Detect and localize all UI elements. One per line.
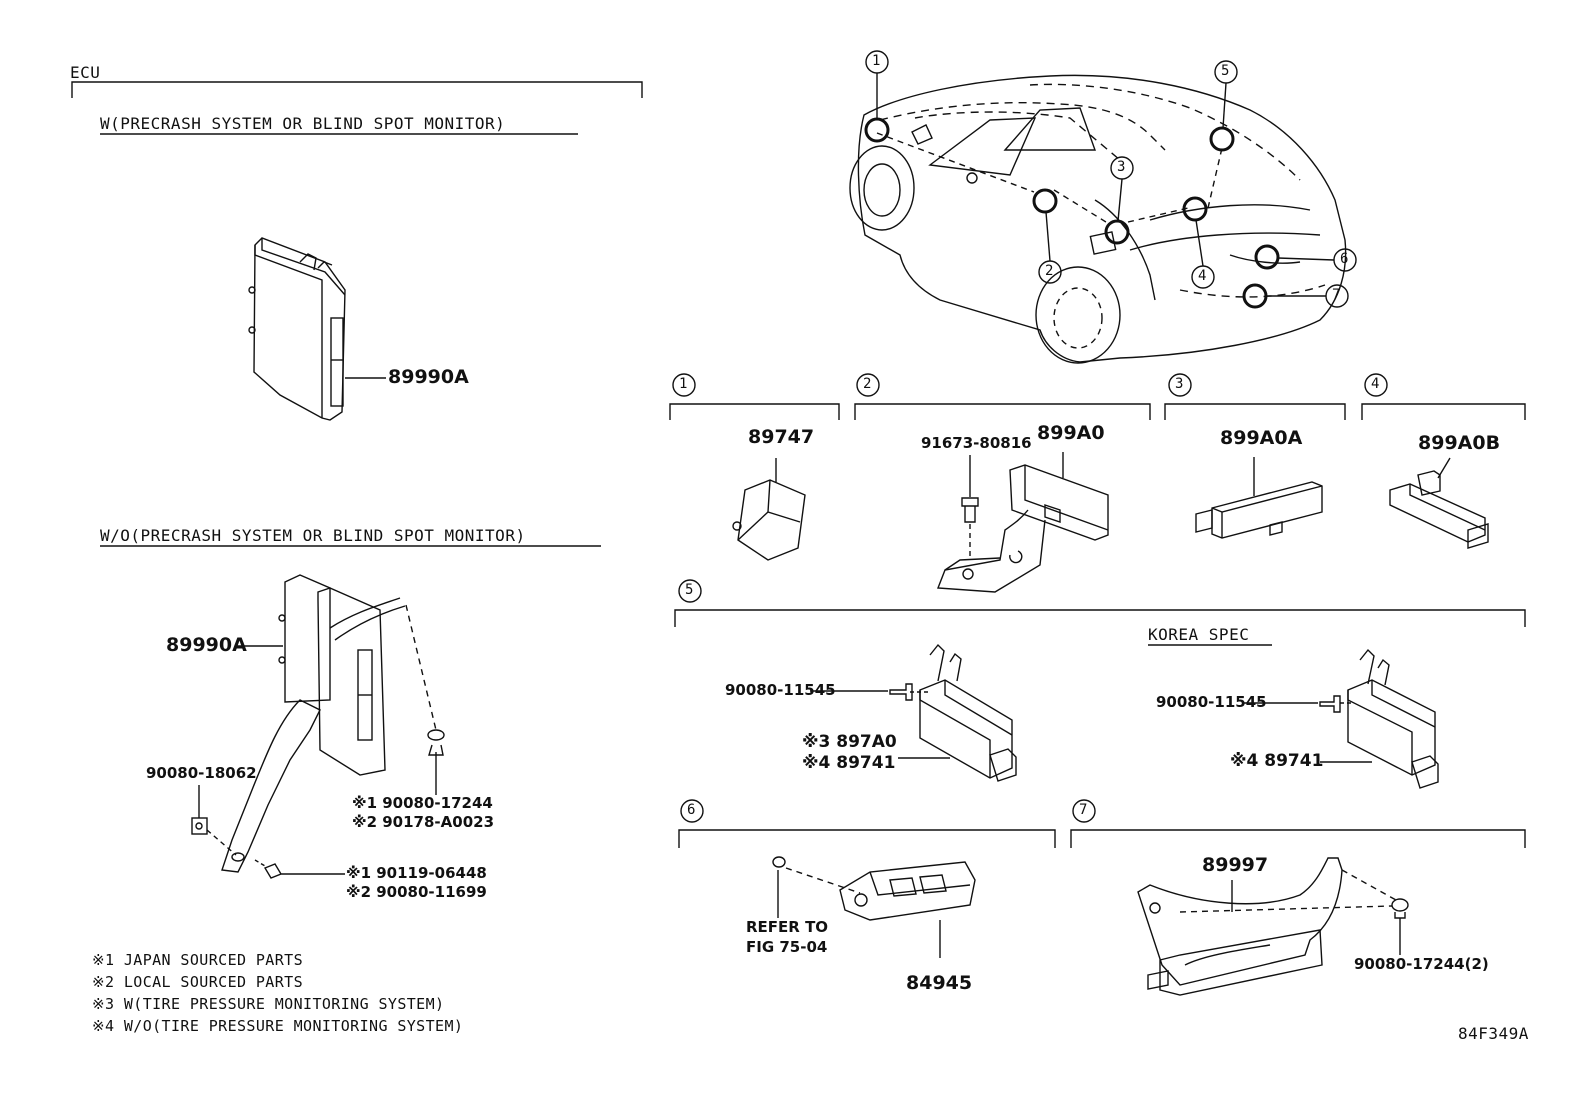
figure-code: 84F349A [1458,1024,1529,1043]
part-89741-korea [1244,648,1439,789]
bolt-label-91673-80816: 91673-80816 [921,434,1032,452]
footnote-4: ※4 W/O(TIRE PRESSURE MONITORING SYSTEM) [92,1017,464,1035]
section-number-1: 1 [679,376,688,392]
section-number-7: 7 [1079,802,1088,818]
callout-bubbles [865,50,1357,308]
ecu-unit-upper [248,237,386,421]
part-label-897A0: ※3 897A0 [802,732,897,752]
part-899A0A [1195,457,1323,539]
korea-spec-heading: KOREA SPEC [1148,625,1250,644]
ecu-part-lower: 89990A [166,634,247,656]
korea-part-label-89741: ※4 89741 [1230,751,1324,771]
footnote-2: ※2 LOCAL SOURCED PARTS [92,973,304,991]
part-label-899A0: 899A0 [1037,422,1105,444]
ecu-bracket-nut: 90080-18062 [146,764,257,782]
ecu-title: ECU [70,63,101,82]
part-899A0B [1389,457,1489,549]
callout-number-7: 7 [1332,287,1341,303]
section-number-4: 4 [1371,376,1380,392]
section-brackets [669,373,1526,848]
korea-bolt-label: 90080-11545 [1156,693,1267,711]
part-label-84945: 84945 [906,972,973,994]
footnote-3: ※3 W(TIRE PRESSURE MONITORING SYSTEM) [92,995,445,1013]
ecu-unit-lower [191,574,445,879]
section-number-5: 5 [685,582,694,598]
ecu-clip-part-line2: ※2 90178-A0023 [352,813,495,831]
part-label-899A0B: 899A0B [1418,432,1501,454]
bolt-label-90080-11545: 90080-11545 [725,681,836,699]
vehicle-outline [849,74,1347,364]
ecu-bracket-line [71,81,643,98]
sensor-location-markers [864,117,1280,309]
footnote-1: ※1 JAPAN SOURCED PARTS [92,951,304,969]
part-89747 [732,458,806,561]
ecu-bolt-part-line1: ※1 90119-06448 [346,864,487,882]
part-897A0-89741 [810,643,1017,782]
ecu-without-heading: W/O(PRECRASH SYSTEM OR BLIND SPOT MONITO… [100,526,526,545]
section-number-6: 6 [687,802,696,818]
callout-number-3: 3 [1117,159,1126,175]
part-84945 [772,856,976,958]
ecu-part-upper: 89990A [388,366,469,388]
ecu-clip-part-line1: ※1 90080-17244 [352,794,493,812]
callout-number-4: 4 [1198,268,1207,284]
part-label-89747: 89747 [748,426,815,448]
section-number-3: 3 [1175,376,1184,392]
part-89997 [1137,857,1409,996]
ecu-with-heading: W(PRECRASH SYSTEM OR BLIND SPOT MONITOR) [100,114,506,133]
section-number-2: 2 [863,376,872,392]
reference-line2: FIG 75-04 [746,938,828,956]
part-label-899A0A: 899A0A [1220,427,1303,449]
callout-number-1: 1 [872,53,881,69]
ecu-bolt-part-line2: ※2 90080-11699 [346,883,487,901]
reference-line1: REFER TO [746,918,829,936]
callout-number-2: 2 [1045,263,1054,279]
part-label-89997: 89997 [1202,854,1269,876]
callout-number-5: 5 [1221,63,1230,79]
nut-label-90080-17244: 90080-17244(2) [1354,955,1489,973]
part-label-89741: ※4 89741 [802,753,896,773]
callout-number-6: 6 [1340,251,1349,267]
part-899A0 [937,452,1109,593]
